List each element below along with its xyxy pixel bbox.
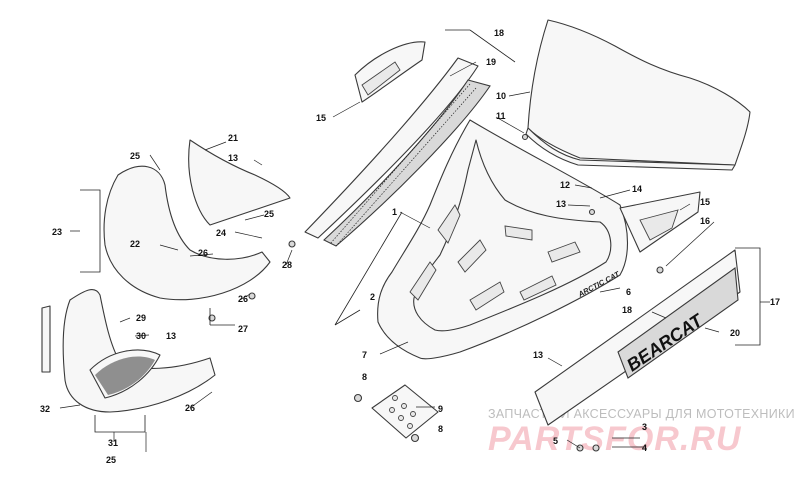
- callout-15a[interactable]: 15: [316, 113, 326, 123]
- bracket-18: [445, 29, 516, 63]
- side-panel[interactable]: [534, 249, 741, 426]
- callout-26b[interactable]: 26: [238, 294, 248, 304]
- callout-12[interactable]: 12: [560, 180, 570, 190]
- hood[interactable]: [377, 119, 628, 360]
- callout-25a[interactable]: 25: [130, 151, 140, 161]
- bracket-17: [735, 247, 770, 346]
- callout-13c[interactable]: 13: [166, 331, 176, 341]
- callout-20[interactable]: 20: [730, 328, 740, 338]
- callout-23[interactable]: 23: [52, 227, 62, 237]
- callout-11[interactable]: 11: [496, 111, 506, 121]
- callout-31[interactable]: 31: [108, 438, 118, 448]
- callout-28[interactable]: 28: [282, 260, 292, 270]
- callout-8a[interactable]: 8: [362, 372, 367, 382]
- callout-32[interactable]: 32: [40, 404, 50, 414]
- callout-4[interactable]: 4: [642, 443, 647, 453]
- callout-14[interactable]: 14: [632, 184, 642, 194]
- callout-16[interactable]: 16: [700, 216, 710, 226]
- callout-7[interactable]: 7: [362, 350, 367, 360]
- callout-1[interactable]: 1: [392, 207, 397, 217]
- callout-17[interactable]: 17: [770, 297, 780, 307]
- callout-6[interactable]: 6: [626, 287, 631, 297]
- watermark-subtitle: ЗАПЧАСТИ И АКСЕССУАРЫ ДЛЯ МОТОТЕХНИКИ: [488, 407, 795, 421]
- callout-24[interactable]: 24: [216, 228, 226, 238]
- callout-26a[interactable]: 26: [198, 248, 208, 258]
- callout-21[interactable]: 21: [228, 133, 238, 143]
- hood-side-strip[interactable]: [304, 57, 491, 247]
- grille-mesh: [95, 356, 155, 395]
- callout-10[interactable]: 10: [496, 91, 506, 101]
- callout-5[interactable]: 5: [553, 436, 558, 446]
- callout-19[interactable]: 19: [486, 57, 496, 67]
- watermark-brand: PARTSFOR.RU: [488, 420, 742, 458]
- callout-13b[interactable]: 13: [228, 153, 238, 163]
- callout-26c[interactable]: 26: [185, 403, 195, 413]
- left-strip[interactable]: [41, 305, 51, 373]
- callout-labels: 1 2 3 4 5 6 7 8 8 9 10 11 12 13 13 13 13…: [40, 28, 780, 465]
- callout-8b[interactable]: 8: [438, 424, 443, 434]
- callout-27[interactable]: 27: [238, 324, 248, 334]
- right-vent[interactable]: [619, 191, 701, 253]
- front-nose[interactable]: [103, 139, 291, 301]
- callout-18b[interactable]: 18: [622, 305, 632, 315]
- callout-30[interactable]: 30: [136, 331, 146, 341]
- windshield[interactable]: [525, 19, 751, 171]
- callout-25b[interactable]: 25: [264, 209, 274, 219]
- callout-22[interactable]: 22: [130, 239, 140, 249]
- callout-18a[interactable]: 18: [494, 28, 504, 38]
- lower-nose[interactable]: [62, 289, 216, 413]
- callout-9[interactable]: 9: [438, 404, 443, 414]
- callout-13d[interactable]: 13: [533, 350, 543, 360]
- callout-25c[interactable]: 25: [106, 455, 116, 465]
- fasteners: [208, 133, 664, 452]
- top-vent[interactable]: [354, 41, 426, 103]
- callout-29[interactable]: 29: [136, 313, 146, 323]
- leader-lines: [59, 61, 720, 452]
- bracket-31: [94, 415, 146, 433]
- bracket-23: [70, 189, 101, 273]
- callout-3[interactable]: 3: [642, 422, 647, 432]
- skid-plate[interactable]: [371, 384, 439, 439]
- bracket-27: [209, 308, 235, 326]
- callout-2[interactable]: 2: [370, 292, 375, 302]
- bracket-2: [334, 211, 403, 326]
- callout-13a[interactable]: 13: [556, 199, 566, 209]
- callout-15b[interactable]: 15: [700, 197, 710, 207]
